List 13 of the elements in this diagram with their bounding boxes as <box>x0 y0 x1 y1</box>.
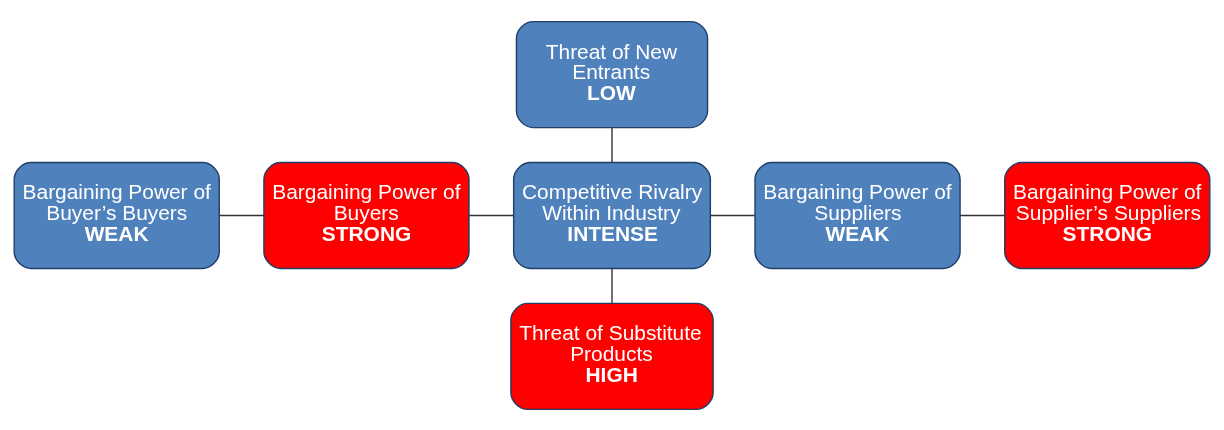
connector <box>468 214 515 216</box>
node-box: Competitive Rivalry Within Industry INTENSE <box>512 161 712 269</box>
connector <box>611 126 613 163</box>
node-box: Bargaining Power of Suppliers WEAK <box>754 161 961 269</box>
node-box: Threat of New Entrants LOW <box>515 20 709 128</box>
node-box: Bargaining Power of Buyers STRONG <box>263 161 470 269</box>
connector <box>959 214 1006 216</box>
node-box: Bargaining Power of Buyer’s Buyers WEAK <box>13 161 220 269</box>
connector <box>611 267 613 304</box>
node-box: Threat of Substitute Products HIGH <box>510 302 714 410</box>
connector <box>709 214 756 216</box>
connector <box>218 214 265 216</box>
node-box: Bargaining Power of Supplier’s Suppliers STRONG <box>1004 161 1211 269</box>
